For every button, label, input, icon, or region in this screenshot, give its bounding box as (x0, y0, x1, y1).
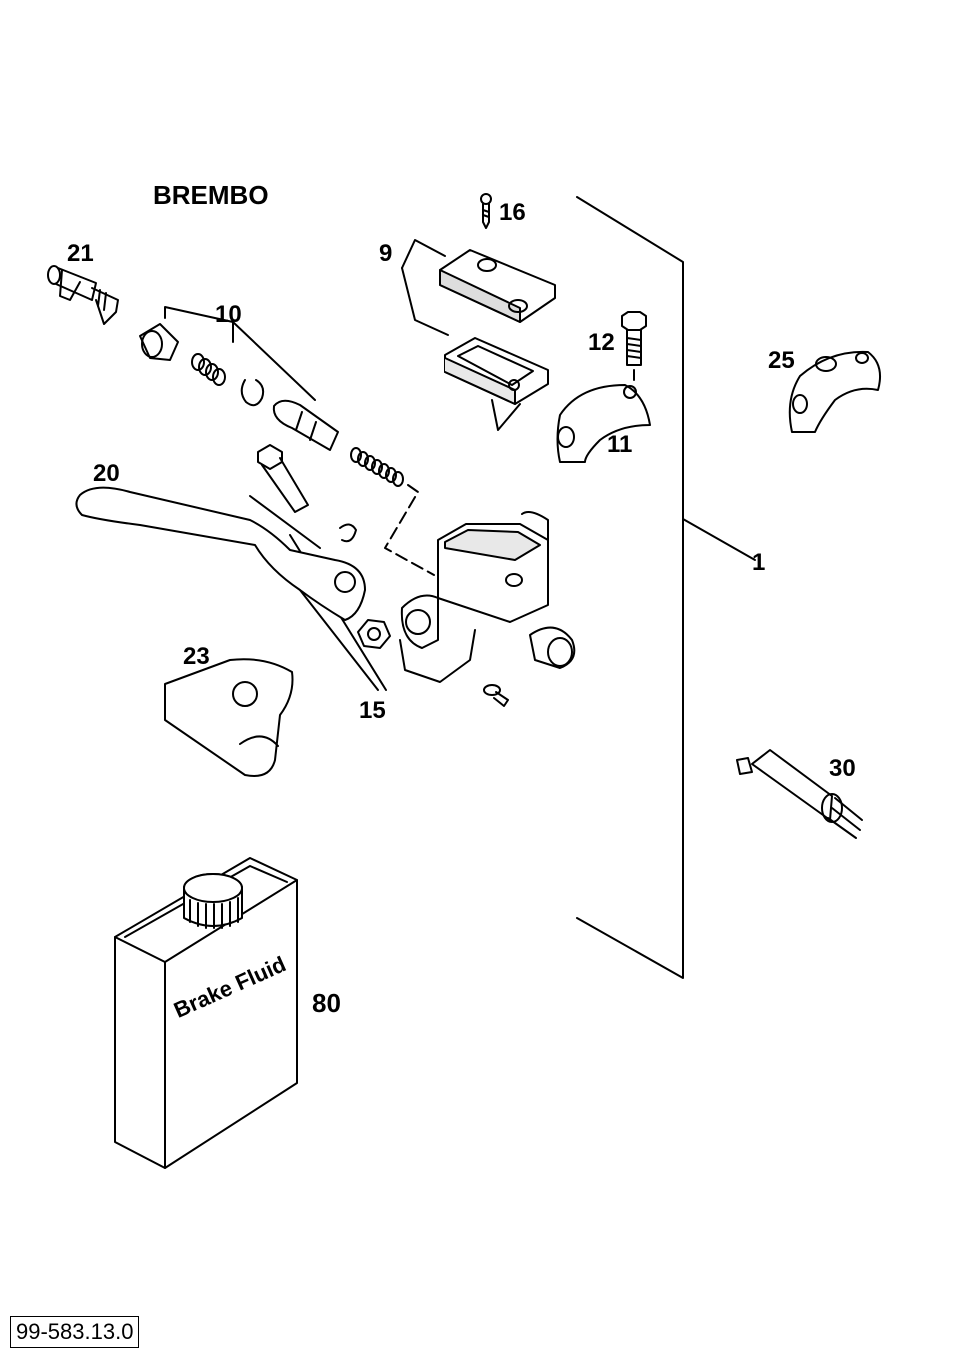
part-number-21: 21 (67, 240, 94, 267)
lock-nut-15 (357, 619, 391, 649)
bleeder-valve-21 (47, 265, 119, 325)
part-number-15: 15 (359, 697, 386, 724)
part-number-16: 16 (499, 199, 526, 226)
reservoir-gasket-9 (444, 337, 549, 431)
document-number: 99-583.13.0 (10, 1316, 140, 1349)
part-number-9: 9 (379, 240, 393, 267)
part-number-30: 30 (829, 755, 856, 782)
brake-lever-20 (75, 486, 366, 621)
part-number-11: 11 (607, 431, 633, 458)
clip (339, 523, 357, 543)
part-number-1: 1 (752, 549, 766, 576)
bolt-12 (621, 311, 647, 381)
lever-bracket-23 (164, 658, 294, 777)
reservoir-cap-9 (401, 239, 556, 336)
brake-fluid-can-80 (114, 857, 298, 1169)
piston-kit-10 (139, 306, 339, 451)
small-screw (483, 684, 509, 707)
switch-30 (736, 749, 863, 839)
part-number-80: 80 (312, 988, 341, 1018)
assembly-bracket-1 (576, 196, 756, 979)
part-number-23: 23 (183, 643, 210, 670)
master-cylinder-body (399, 511, 576, 683)
clamp-25 (788, 350, 881, 433)
screw-16 (480, 193, 492, 229)
part-number-20: 20 (93, 460, 120, 487)
assembly-dashed-line (384, 484, 435, 576)
spring (350, 447, 404, 487)
clamp-11 (556, 384, 651, 463)
part-number-12: 12 (588, 329, 615, 356)
part-number-25: 25 (768, 347, 795, 374)
brand-title: BREMBO (153, 180, 269, 210)
part-number-10: 10 (215, 301, 242, 328)
